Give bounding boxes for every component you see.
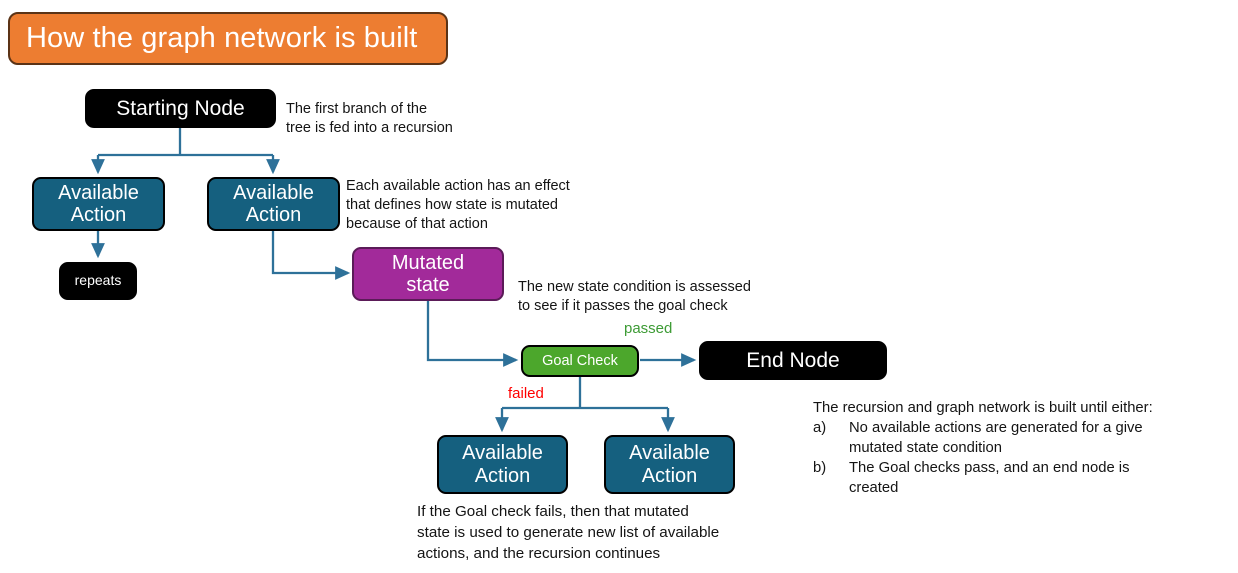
- annotation-each-action: Each available action has an effect that…: [346, 178, 570, 233]
- node-available-action-right[interactable]: Available Action: [207, 177, 340, 231]
- node-available-action-fail-left[interactable]: Available Action: [437, 435, 568, 494]
- annotation-first-branch: The first branch of the tree is fed into…: [286, 101, 453, 137]
- node-repeats[interactable]: repeats: [59, 262, 137, 300]
- node-starting-node[interactable]: Starting Node: [85, 89, 276, 128]
- edge-label-failed: failed: [508, 385, 544, 402]
- annotation-new-state: The new state condition is assessed to s…: [518, 279, 751, 315]
- summary-item-a-text: No available actions are generated for a…: [849, 419, 1143, 456]
- edge-label-passed: passed: [624, 320, 673, 337]
- annotation-goal-fails: If the Goal check fails, then that mutat…: [417, 503, 720, 562]
- node-goal-check[interactable]: Goal Check: [521, 345, 639, 377]
- summary-item-b-text: The Goal checks pass, and an end node is…: [849, 459, 1130, 496]
- summary-item-a-marker: a): [813, 419, 827, 436]
- summary-item-b: b) The Goal checks pass, and an end node…: [813, 459, 1233, 499]
- summary-intro: The recursion and graph network is built…: [813, 400, 1153, 416]
- node-available-action-left[interactable]: Available Action: [32, 177, 165, 231]
- edge-mutated-to-goalcheck: [426, 301, 519, 367]
- node-available-action-fail-right[interactable]: Available Action: [604, 435, 735, 494]
- node-end-node[interactable]: End Node: [699, 341, 887, 380]
- node-mutated-state[interactable]: Mutated state: [352, 247, 504, 301]
- edge-action-right-to-mutated: [271, 231, 351, 280]
- summary-block: The recursion and graph network is built…: [813, 399, 1233, 499]
- summary-item-b-marker: b): [813, 459, 827, 476]
- title-banner: How the graph network is built: [8, 12, 448, 65]
- summary-item-a: a) No available actions are generated fo…: [813, 419, 1233, 459]
